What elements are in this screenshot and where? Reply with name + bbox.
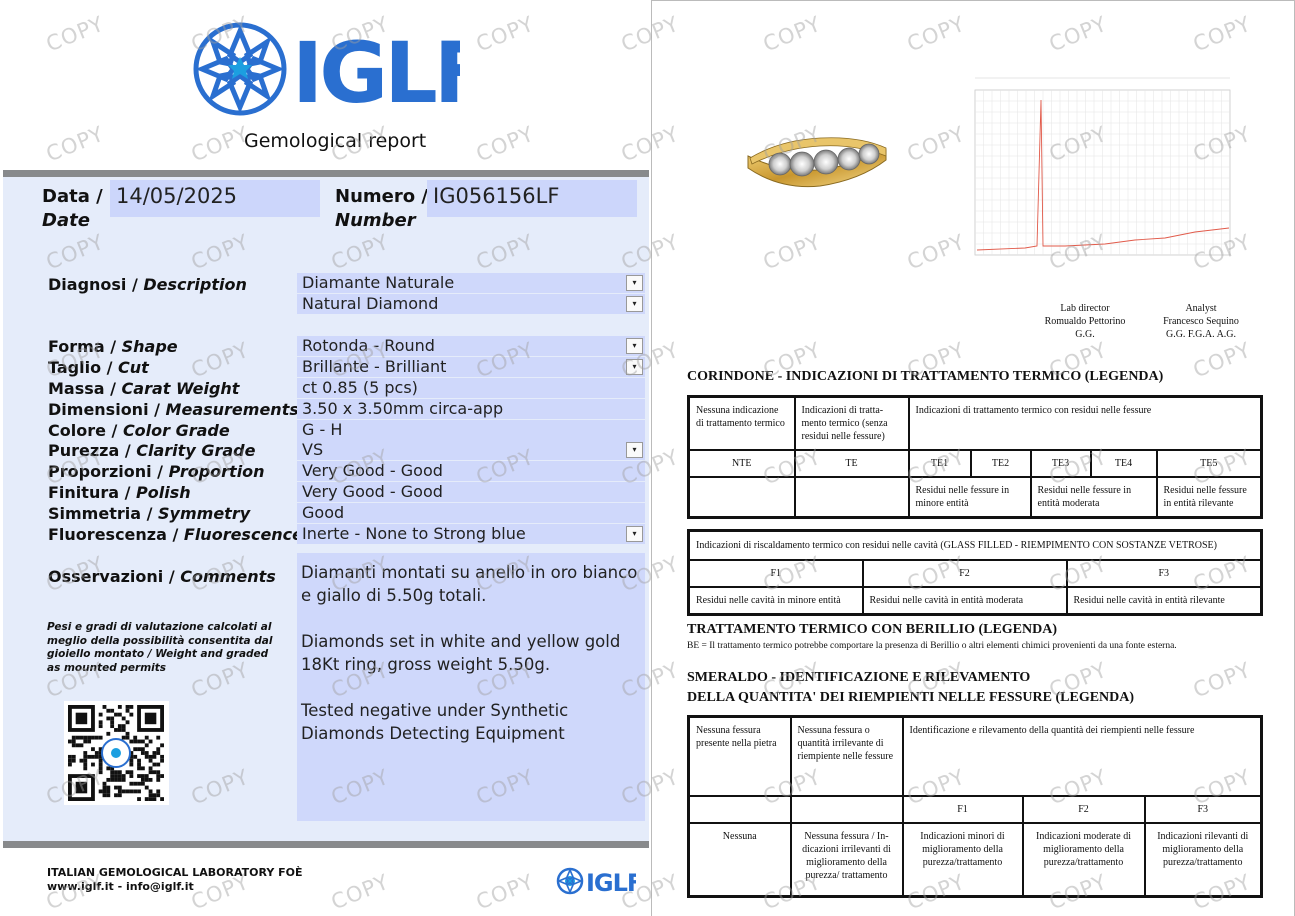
emerald-code-f3: F3 bbox=[1143, 794, 1263, 824]
code-te3: TE3 bbox=[1029, 449, 1092, 478]
emerald-col-fillers: Identificazione e rilevamento della quan… bbox=[901, 715, 1263, 797]
beryllium-note: BE = Il trattamento termico potrebbe com… bbox=[687, 641, 1177, 651]
emerald-row-relevant: Indicazioni rilevanti di miglioramento d… bbox=[1143, 821, 1263, 898]
number-label: Numero /Number bbox=[335, 186, 428, 231]
glass-filled-header: Indicazioni di riscaldamento termico con… bbox=[687, 529, 1263, 561]
footer-flower-icon: IGLF bbox=[556, 867, 643, 897]
svg-text:IGLF: IGLF bbox=[586, 869, 636, 896]
footer-lab-info: ITALIAN GEMOLOGICAL LABORATORY FOÈ www.i… bbox=[47, 866, 303, 894]
beryllium-title: TRATTAMENTO TERMICO CON BERILLIO (LEGEND… bbox=[687, 622, 1058, 637]
comment-paragraph-test: Tested negative under Synthetic Diamonds… bbox=[301, 701, 569, 743]
emerald-legend-table: Nessuna fessura presente nella pietra Ne… bbox=[687, 715, 1263, 898]
field-value-11[interactable]: Inerte - None to Strong blue▾ bbox=[297, 524, 645, 544]
analyst-signature: Analyst Francesco Sequino G.G. F.G.A. A.… bbox=[1163, 303, 1239, 340]
chevron-down-icon[interactable]: ▾ bbox=[626, 296, 643, 312]
corundum-col-none: Nessuna indicazione di trattamento termi… bbox=[687, 395, 796, 451]
field-value-8[interactable]: Very Good - Good bbox=[297, 461, 645, 481]
corundum-desc-moderate: Residui nelle fessure in entità moderata bbox=[1029, 476, 1158, 519]
field-label-3: Taglio / Cut bbox=[48, 358, 149, 377]
field-value-5[interactable]: 3.50 x 3.50mm circa-app bbox=[297, 399, 645, 419]
field-label-11: Fluorescenza / Fluorescence bbox=[48, 525, 304, 544]
flower-logo-icon: IGLF bbox=[193, 22, 491, 122]
code-te: TE bbox=[793, 449, 910, 478]
corundum-col-residue: Indicazioni di trattamento termico con r… bbox=[907, 395, 1263, 451]
corundum-desc-relevant: Residui nelle fessure in entità rilevant… bbox=[1155, 476, 1263, 519]
code-nte: NTE bbox=[687, 449, 796, 478]
field-label-7: Purezza / Clarity Grade bbox=[48, 441, 256, 460]
qr-code-icon bbox=[68, 705, 164, 801]
emerald-title-1: SMERALDO - IDENTIFICAZIONE E RILEVAMENTO bbox=[687, 670, 1031, 685]
emerald-code-f1: F1 bbox=[901, 794, 1024, 824]
code-te1: TE1 bbox=[907, 449, 972, 478]
weights-note: Pesi e gradi di valutazione calcolati al… bbox=[47, 621, 273, 674]
corundum-desc-minor: Residui nelle fessure in minore entità bbox=[907, 476, 1032, 519]
glass-desc-f1: Residui nelle cavità in minore entità bbox=[687, 586, 864, 616]
glass-code-f2: F2 bbox=[861, 559, 1068, 588]
ring-image-icon bbox=[747, 137, 887, 188]
ring-photo bbox=[740, 120, 890, 200]
comments-field[interactable]: Diamanti montati su anello in oro bianco… bbox=[297, 553, 645, 821]
date-field[interactable]: 14/05/2025 bbox=[110, 180, 320, 217]
glass-code-f3: F3 bbox=[1065, 559, 1263, 588]
chevron-down-icon[interactable]: ▾ bbox=[626, 526, 643, 542]
emerald-col-irrelevant: Nessuna fessura o quantità irrilevante d… bbox=[789, 715, 904, 797]
field-value-6[interactable]: G - H bbox=[297, 420, 645, 440]
field-value-2[interactable]: Rotonda - Round▾ bbox=[297, 336, 645, 356]
code-te5: TE5 bbox=[1155, 449, 1263, 478]
chevron-down-icon[interactable]: ▾ bbox=[626, 338, 643, 354]
footer-logo: IGLF bbox=[556, 866, 643, 897]
field-value-1[interactable]: Natural Diamond▾ bbox=[297, 294, 645, 314]
field-label-8: Proporzioni / Proportion bbox=[48, 462, 265, 481]
glass-filled-table: Indicazioni di riscaldamento termico con… bbox=[687, 529, 1263, 616]
field-label-10: Simmetria / Symmetry bbox=[48, 504, 251, 523]
chevron-down-icon[interactable]: ▾ bbox=[626, 442, 643, 458]
comments-label: Osservazioni / Comments bbox=[48, 567, 276, 586]
field-value-4[interactable]: ct 0.85 (5 pcs) bbox=[297, 378, 645, 398]
emerald-code-f2: F2 bbox=[1021, 794, 1146, 824]
field-label-9: Finitura / Polish bbox=[48, 483, 191, 502]
iglf-logo: IGLF bbox=[190, 22, 491, 122]
field-value-10[interactable]: Good bbox=[297, 503, 645, 523]
raman-spectrum-image bbox=[965, 70, 1235, 265]
glass-desc-f2: Residui nelle cavità in entità moderata bbox=[861, 586, 1068, 616]
emerald-col-none: Nessuna fessura presente nella pietra bbox=[687, 715, 792, 797]
field-label-6: Colore / Color Grade bbox=[48, 421, 230, 440]
glass-desc-f3: Residui nelle cavità in entità rilevante bbox=[1065, 586, 1263, 616]
emerald-row-moderate: Indicazioni moderate di miglioramento de… bbox=[1021, 821, 1146, 898]
field-value-7[interactable]: VS▾ bbox=[297, 440, 645, 460]
chevron-down-icon[interactable]: ▾ bbox=[626, 275, 643, 291]
footer-contact-link[interactable]: www.iglf.it - info@iglf.it bbox=[47, 880, 194, 893]
emerald-title-2: DELLA QUANTITA' DEI RIEMPIENTI NELLE FES… bbox=[687, 690, 1135, 705]
number-field[interactable]: IG056156LF bbox=[427, 180, 637, 217]
field-label-0: Diagnosi / Description bbox=[48, 275, 247, 294]
spectrum-plot-icon bbox=[965, 70, 1235, 265]
date-label: Data /Date bbox=[42, 186, 103, 231]
emerald-row-minor: Indicazioni minori di miglioramento dell… bbox=[901, 821, 1024, 898]
comment-paragraph-en: Diamonds set in white and yellow gold 18… bbox=[301, 632, 621, 674]
corundum-title: CORINDONE - INDICAZIONI DI TRATTAMENTO T… bbox=[687, 369, 1164, 384]
field-label-4: Massa / Carat Weight bbox=[48, 379, 240, 398]
emerald-row-none: Nessuna bbox=[687, 821, 792, 898]
corundum-legend-table: Nessuna indicazione di trattamento termi… bbox=[687, 395, 1263, 519]
comment-paragraph-it: Diamanti montati su anello in oro bianco… bbox=[301, 563, 638, 605]
qr-code[interactable] bbox=[64, 701, 169, 805]
field-value-9[interactable]: Very Good - Good bbox=[297, 482, 645, 502]
code-te4: TE4 bbox=[1089, 449, 1158, 478]
corundum-col-te: Indicazioni di tratta- mento termico (se… bbox=[793, 395, 910, 451]
glass-code-f1: F1 bbox=[687, 559, 864, 588]
field-label-5: Dimensioni / Measurements bbox=[48, 400, 299, 419]
svg-text:IGLF: IGLF bbox=[292, 24, 460, 117]
field-value-0[interactable]: Diamante Naturale▾ bbox=[297, 273, 645, 293]
field-label-2: Forma / Shape bbox=[48, 337, 178, 356]
chevron-down-icon[interactable]: ▾ bbox=[626, 359, 643, 375]
report-title: Gemological report bbox=[244, 130, 427, 152]
emerald-row-irrelevant: Nessuna fessura / In- dicazioni irrileva… bbox=[789, 821, 904, 898]
lab-director-signature: Lab director Romualdo Pettorino G.G. bbox=[1044, 303, 1126, 340]
code-te2: TE2 bbox=[969, 449, 1032, 478]
footer-lab-name: ITALIAN GEMOLOGICAL LABORATORY FOÈ bbox=[47, 866, 303, 879]
field-value-3[interactable]: Brillante - Brilliant▾ bbox=[297, 357, 645, 377]
